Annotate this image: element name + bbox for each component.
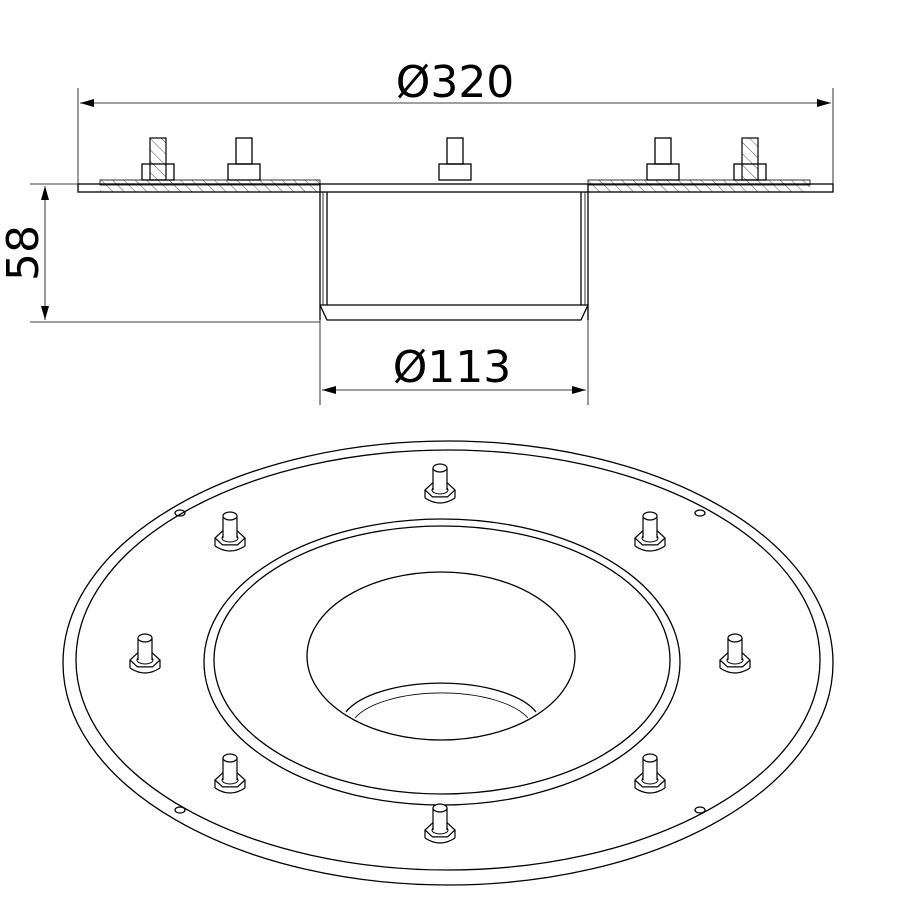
bolt-iso — [634, 753, 666, 794]
bolts-iso — [129, 463, 751, 844]
bolt-iso — [634, 511, 666, 552]
outer-diameter-label: Ø320 — [396, 57, 515, 108]
flange-plate — [77, 183, 834, 193]
bolt-iso — [424, 463, 456, 504]
bolts-side — [141, 137, 767, 181]
isometric-view — [62, 440, 834, 886]
bolt-iso — [214, 511, 246, 552]
outlet-hole — [306, 571, 576, 741]
side-view: Ø320 — [0, 57, 834, 405]
inner-diameter-label: Ø113 — [393, 342, 512, 393]
bolt-iso — [129, 633, 161, 674]
outlet-body — [319, 184, 589, 321]
bolt-iso — [424, 803, 456, 844]
height-label: 58 — [0, 225, 49, 281]
bolt-iso — [719, 633, 751, 674]
bolt-iso — [214, 753, 246, 794]
